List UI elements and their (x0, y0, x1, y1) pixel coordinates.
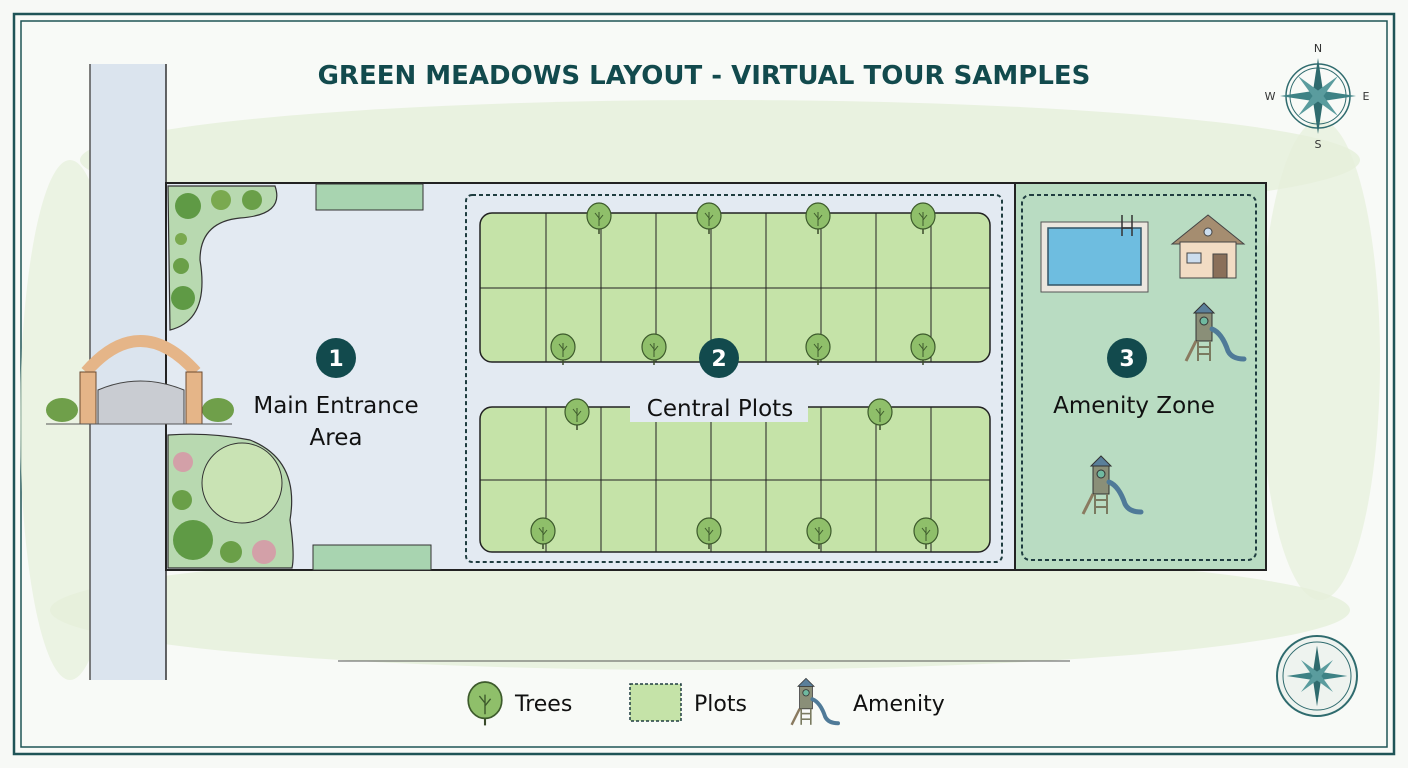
shrub-icon (173, 258, 189, 274)
amenity-zone-boundary (1021, 194, 1257, 561)
svg-text:2: 2 (711, 347, 726, 372)
entrance-gate-icon[interactable] (46, 335, 234, 425)
site-boundary (165, 182, 1267, 571)
zone-label: Central Plots (647, 396, 793, 422)
grass-wash (50, 550, 1350, 670)
legend-plots-label: Plots (694, 692, 747, 717)
shrub-icon (220, 541, 242, 563)
zone-label: Area (310, 425, 363, 451)
shrub-icon (242, 190, 262, 210)
svg-text:3: 3 (1119, 347, 1134, 372)
zone-label: Main Entrance (253, 393, 418, 419)
palm-garden (201, 442, 283, 524)
legend-amenity-label: Amenity (853, 692, 945, 717)
svg-text:N: N (1314, 42, 1322, 55)
garden-bed-top (167, 185, 278, 331)
parking-top[interactable] (315, 183, 424, 211)
clubhouse-icon[interactable] (1170, 214, 1246, 279)
legend: Trees Plots Amenity (467, 678, 945, 725)
map-title: GREEN MEADOWS LAYOUT - VIRTUAL TOUR SAMP… (318, 61, 1091, 91)
svg-text:S: S (1315, 138, 1322, 151)
legend-trees-label: Trees (514, 692, 572, 717)
shrub-icon (175, 233, 187, 245)
svg-text:W: W (1265, 90, 1276, 103)
central-plots-boundary (465, 194, 1003, 563)
shrub-icon (173, 520, 213, 560)
shrub-icon (171, 286, 195, 310)
pool-icon[interactable] (1040, 215, 1149, 293)
shrub-icon (211, 190, 231, 210)
flower-icon (252, 540, 276, 564)
road (90, 64, 166, 680)
flower-icon (173, 452, 193, 472)
shrub-icon (172, 490, 192, 510)
plots-swatch (629, 683, 682, 722)
svg-text:1: 1 (328, 347, 343, 372)
zone-marker-1[interactable]: 1 Main Entrance Area (253, 338, 419, 451)
compass-badge-icon (1276, 635, 1358, 717)
grass-wash (1260, 120, 1380, 600)
svg-text:E: E (1363, 90, 1370, 103)
compass-rose-icon: N S E W (1265, 42, 1370, 151)
shrub-icon (175, 193, 201, 219)
zone-marker-2[interactable]: 2 Central Plots (630, 338, 808, 422)
zone-marker-3[interactable]: 3 Amenity Zone (1053, 338, 1215, 419)
parking-bottom[interactable] (312, 544, 432, 571)
zone-label: Amenity Zone (1053, 393, 1215, 419)
